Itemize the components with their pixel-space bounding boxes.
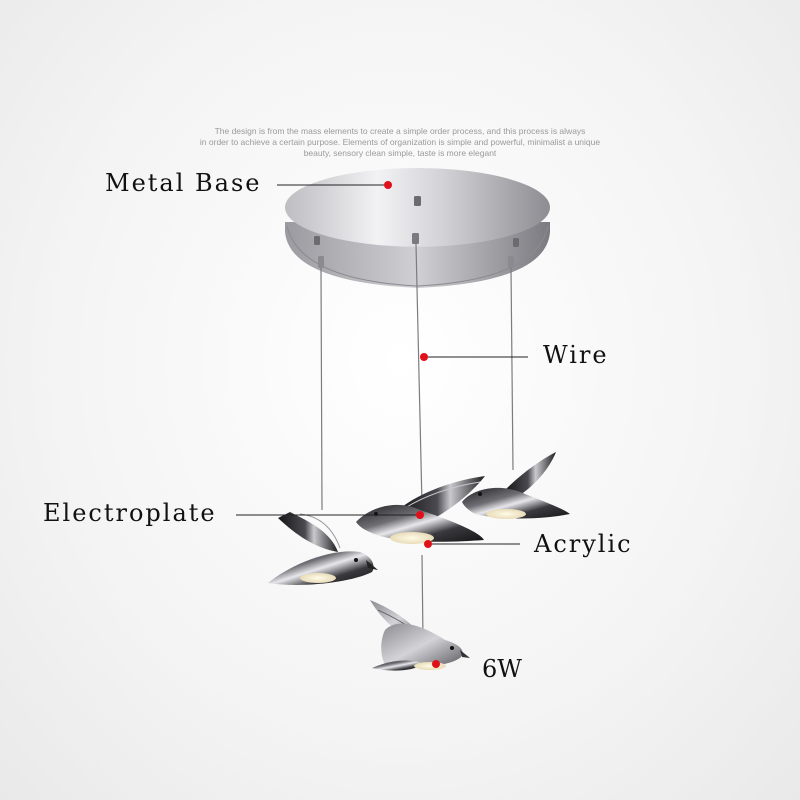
metal-base bbox=[285, 168, 550, 288]
bird-pendant-bottom bbox=[370, 600, 470, 671]
bird-pendant-center bbox=[356, 476, 485, 544]
marker-electroplate bbox=[416, 511, 424, 519]
marker-wire bbox=[420, 353, 428, 361]
label-acrylic: Acrylic bbox=[534, 530, 633, 558]
suspension-wires bbox=[320, 243, 514, 641]
marker-metal-base bbox=[384, 181, 392, 189]
label-electroplate: Electroplate bbox=[43, 499, 217, 527]
label-wire: Wire bbox=[543, 341, 609, 369]
bird-pendant-right bbox=[462, 452, 570, 519]
label-power: 6W bbox=[482, 655, 522, 683]
product-description: The design is from the mass elements to … bbox=[150, 126, 650, 159]
marker-power bbox=[432, 660, 440, 668]
label-metal-base: Metal Base bbox=[105, 169, 262, 197]
marker-acrylic bbox=[424, 540, 432, 548]
description-line-3: beauty, sensory clean simple, taste is m… bbox=[303, 148, 497, 158]
bird-pendant-left bbox=[268, 512, 378, 585]
callout-markers bbox=[384, 181, 440, 668]
description-line-1: The design is from the mass elements to … bbox=[214, 126, 586, 136]
callout-lines bbox=[236, 184, 528, 545]
description-line-2: in order to achieve a certain purpose. E… bbox=[199, 137, 601, 147]
